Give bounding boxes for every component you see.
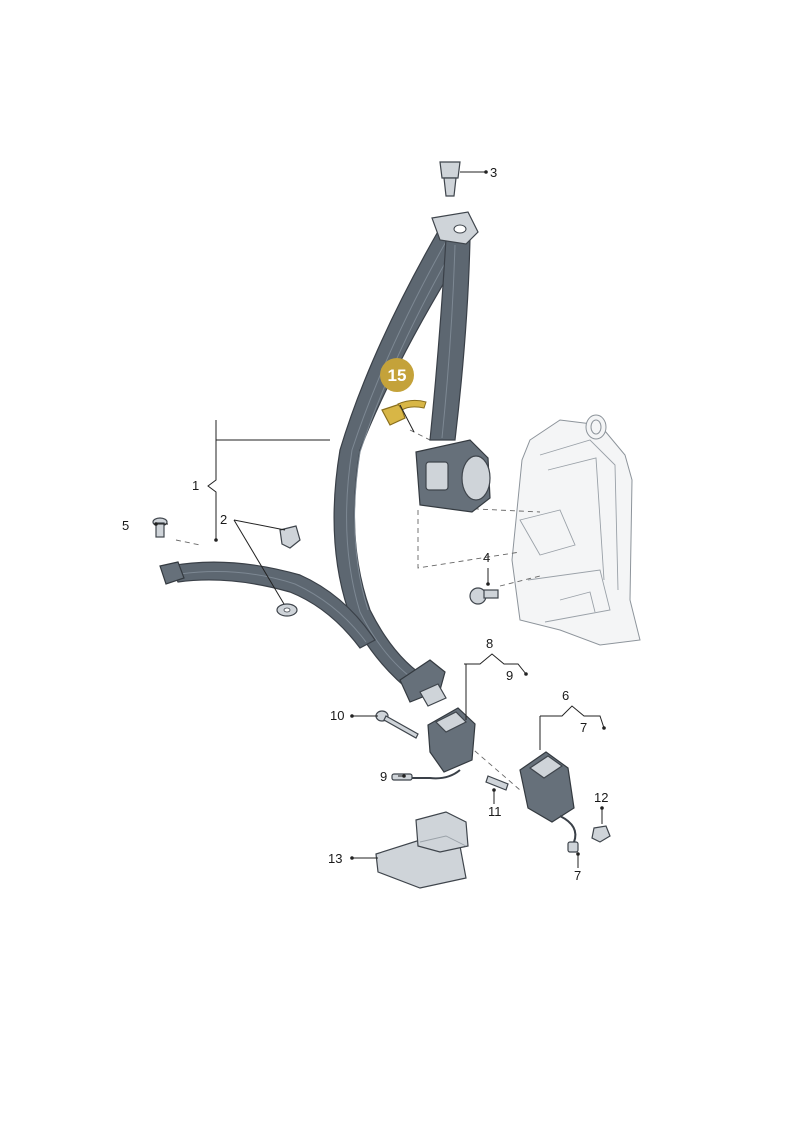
callout-7-lower: 7 <box>574 868 581 883</box>
buckle-8 <box>391 707 476 781</box>
callout-7-upper: 7 <box>580 720 587 735</box>
callout-8: 8 <box>486 636 493 651</box>
callout-9-lower: 9 <box>380 769 387 784</box>
callout-1: 1 <box>192 478 199 493</box>
callout-badge-15 <box>380 358 414 392</box>
callout-4: 4 <box>483 550 490 565</box>
callout-11: 11 <box>488 804 502 819</box>
highlighted-part-15: 15 <box>380 358 427 426</box>
callout-10: 10 <box>330 708 344 723</box>
bolt-5 <box>152 517 168 538</box>
callout-9-upper: 9 <box>506 668 513 683</box>
callout-15: 15 <box>388 366 407 385</box>
bolt-10 <box>375 710 419 739</box>
callout-5: 5 <box>122 518 129 533</box>
leader-lines <box>156 171 605 868</box>
bolt-3 <box>439 161 461 197</box>
pillar-panel <box>511 414 641 646</box>
cover-13 <box>375 811 469 889</box>
callout-labels: 3 1 2 5 4 8 9 6 7 10 9 11 12 7 13 <box>122 165 608 883</box>
bolt-4 <box>469 587 499 605</box>
buckle-6 <box>519 751 579 853</box>
bolt-11 <box>485 775 509 791</box>
callout-6: 6 <box>562 688 569 703</box>
cover-caps-2 <box>276 525 301 617</box>
callout-2: 2 <box>220 512 227 527</box>
nut-12 <box>591 825 611 843</box>
callout-13: 13 <box>328 851 342 866</box>
seat-belt-assembly <box>159 211 491 707</box>
callout-3: 3 <box>490 165 497 180</box>
callout-12: 12 <box>594 790 608 805</box>
leader-dots <box>154 170 606 860</box>
